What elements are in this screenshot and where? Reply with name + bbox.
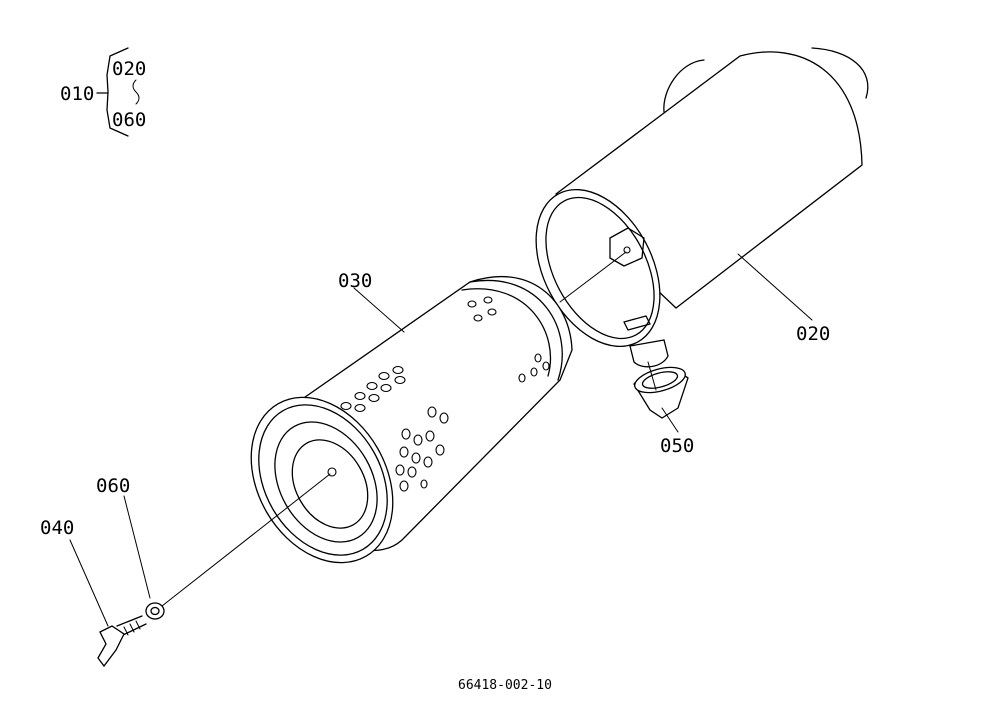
callout-020: 020 xyxy=(796,323,830,345)
callout-range-020: 020 xyxy=(112,58,146,80)
leader-lines xyxy=(69,253,813,627)
outer-cover-part xyxy=(535,47,869,368)
evacuator-valve-part xyxy=(633,366,689,419)
callout-range-060: 060 xyxy=(112,109,146,131)
washer-part xyxy=(145,602,165,620)
callout-030: 030 xyxy=(338,270,372,292)
wing-bolt-part xyxy=(97,615,147,668)
assembly-range-bracket: 010 020 060 xyxy=(60,47,146,137)
callout-050: 050 xyxy=(660,435,694,457)
filter-element-part xyxy=(250,276,573,564)
assembly-axis-line xyxy=(161,251,627,607)
callout-040: 040 xyxy=(40,517,74,539)
valve-axis-line xyxy=(647,361,657,391)
element-perforations xyxy=(340,296,550,492)
callout-010: 010 xyxy=(60,83,94,105)
drawing-number: 66418-002-10 xyxy=(458,678,552,693)
callout-060: 060 xyxy=(96,475,130,497)
